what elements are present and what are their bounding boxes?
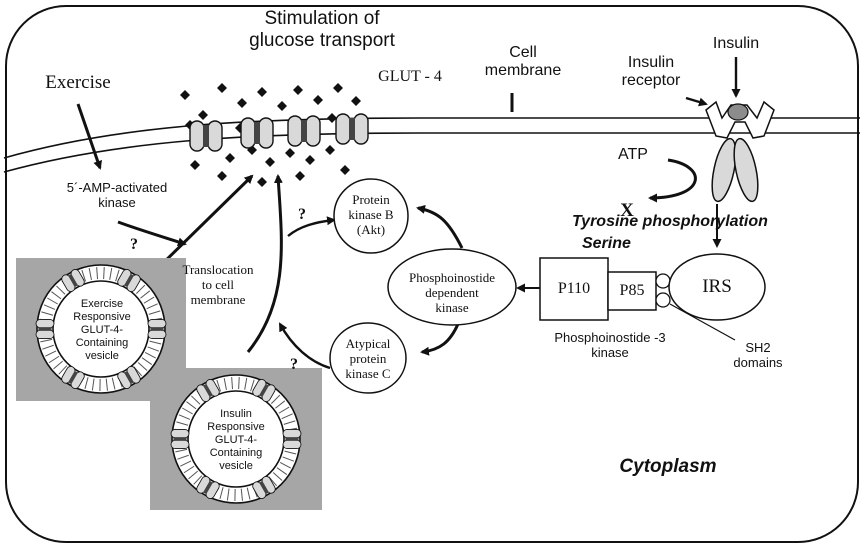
atp-label: ATP (608, 146, 658, 164)
glut4-transporters (190, 114, 368, 151)
glucose-molecule (333, 83, 343, 93)
question-mark-apkc: ? (284, 356, 304, 374)
p110-label: P110 (540, 280, 608, 298)
p85-label: P85 (608, 282, 656, 300)
inhibition-x-mark: X (612, 200, 642, 222)
glucose-molecule (190, 160, 200, 170)
glucose-molecule (293, 85, 303, 95)
insulin-label: Insulin (696, 35, 776, 53)
pdk-to-pkb-arrow (418, 208, 462, 248)
insulin-vesicle-label: Insulin Responsive GLUT-4- Containing ve… (190, 408, 282, 473)
stimulation-label: Stimulation of glucose transport (222, 8, 422, 52)
exercise-vesicle-label: Exercise Responsive GLUT-4- Containing v… (56, 298, 148, 363)
glut4-label: GLUT - 4 (360, 68, 460, 86)
irs-label: IRS (680, 276, 754, 298)
glucose-molecule (257, 87, 267, 97)
receptor-label-arrow (686, 98, 706, 104)
glucose-molecule (217, 171, 227, 181)
tyrosine-phosphorylation-label: Tyrosine phosphorylation (572, 213, 812, 231)
exercise-label: Exercise (28, 72, 128, 94)
glucose-molecule (198, 110, 208, 120)
pdk-label: Phosphoinostide dependent kinase (392, 270, 512, 315)
pi3k-label: Phosphoinostide -3 kinase (535, 330, 685, 360)
question-mark-ampk: ? (124, 236, 144, 254)
sh2-label: SH2 domains (718, 340, 798, 370)
glucose-molecule (180, 90, 190, 100)
pkb-label: Protein kinase B (Akt) (334, 192, 408, 237)
glucose-molecule (225, 153, 235, 163)
glucose-molecule (313, 95, 323, 105)
glucose-molecule (257, 177, 267, 187)
glut4-transporter (36, 319, 54, 338)
glut4-transporter (190, 121, 222, 151)
glut4-transporter (283, 429, 301, 448)
glucose-molecule (340, 165, 350, 175)
glucose-molecule (351, 96, 361, 106)
sh2-domain-bottom (656, 293, 670, 307)
glut4-transporter (288, 116, 320, 146)
glut4-transporter (241, 118, 273, 148)
exercise-arrow (78, 104, 100, 168)
pdk-to-apkc-arrow (422, 324, 458, 352)
apkc-label: Atypical protein kinase C (330, 336, 406, 381)
atp-arrow (650, 160, 695, 198)
translocation-label: Translocation to cell membrane (168, 262, 268, 307)
glucose-molecule (325, 145, 335, 155)
cell-membrane-label: Cell membrane (478, 44, 568, 80)
glucose-molecule (285, 148, 295, 158)
serine-label: Serine (582, 235, 662, 253)
sh2-domain-top (656, 274, 670, 288)
glucose-molecule (265, 157, 275, 167)
glucose-molecule (217, 83, 227, 93)
insulin-receptor (706, 102, 774, 203)
ampk-label: 5´-AMP-activated kinase (42, 180, 192, 210)
glucose-molecule (305, 155, 315, 165)
insulin-receptor-label: Insulin receptor (606, 54, 696, 90)
glucose-molecule (295, 171, 305, 181)
cytoplasm-label: Cytoplasm (598, 456, 738, 478)
glucose-molecule (277, 101, 287, 111)
glut4-transporter (148, 319, 166, 338)
glut4-transporter (171, 429, 189, 448)
question-mark-pkb: ? (292, 206, 312, 224)
glut4-transporter (336, 114, 368, 144)
glucose-molecule (237, 98, 247, 108)
